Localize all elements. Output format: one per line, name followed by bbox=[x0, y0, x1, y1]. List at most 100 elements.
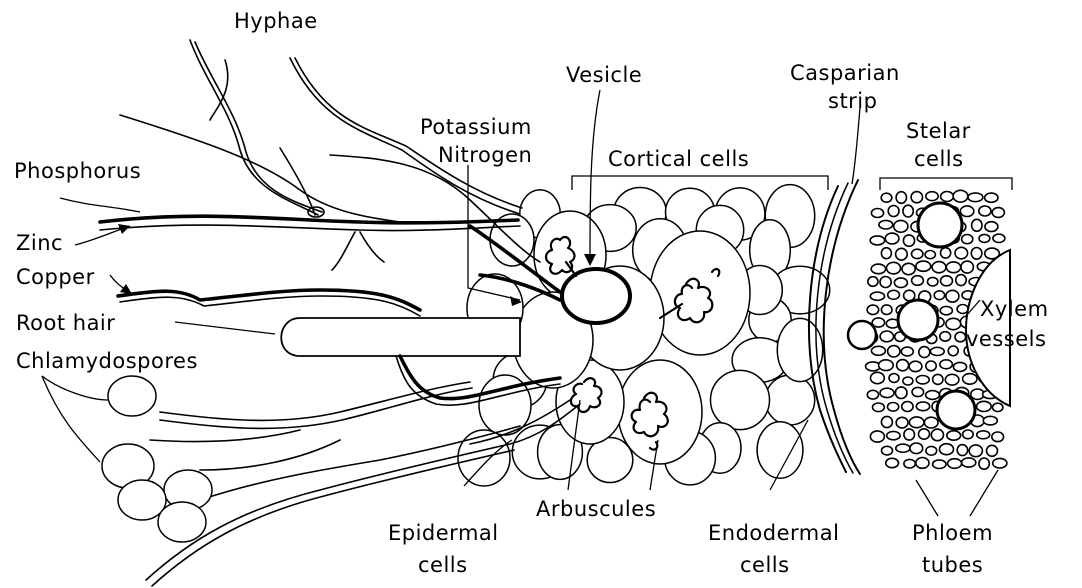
label-copper: Copper bbox=[16, 265, 95, 289]
stelar-cell bbox=[919, 429, 930, 439]
label-cortical-cells: Cortical cells bbox=[608, 147, 749, 171]
stelar-cell bbox=[871, 209, 883, 218]
stelar-cell bbox=[871, 372, 885, 383]
cortical-cell bbox=[711, 370, 770, 429]
cortical-cell bbox=[618, 360, 702, 464]
stelar-cell bbox=[871, 346, 885, 355]
stelar-cell bbox=[919, 347, 930, 358]
stelar-cell bbox=[956, 275, 966, 286]
stelar-cell bbox=[912, 387, 924, 396]
stelar-cell bbox=[888, 403, 899, 412]
stelar-cell bbox=[904, 459, 915, 468]
label-vessels: vessels bbox=[966, 327, 1046, 351]
stelar-cell bbox=[941, 192, 954, 202]
stelar-cell bbox=[960, 206, 973, 217]
label-endodermal: Endodermal bbox=[708, 521, 839, 545]
stelar-cell bbox=[887, 431, 900, 439]
cortex-region bbox=[493, 180, 860, 485]
stelar-cell bbox=[903, 235, 914, 246]
stelar-cell bbox=[916, 458, 929, 469]
stelar-cell bbox=[985, 193, 998, 202]
stele-vessel bbox=[937, 391, 975, 429]
stelar-cell bbox=[881, 193, 892, 202]
label-chlamydospores: Chlamydospores bbox=[16, 349, 198, 373]
stelar-cell bbox=[880, 331, 893, 342]
label-arbuscules: Arbuscules bbox=[536, 497, 656, 521]
stelar-cell bbox=[880, 388, 894, 397]
stelar-cell bbox=[881, 416, 892, 427]
stelar-cell bbox=[885, 233, 899, 244]
stelar-cell bbox=[909, 361, 922, 371]
stelar-cell bbox=[910, 443, 923, 454]
stelar-cell bbox=[870, 236, 884, 245]
stelar-cell bbox=[896, 444, 910, 452]
stelar-cell bbox=[940, 332, 951, 341]
stelar-cell bbox=[881, 305, 892, 315]
stelar-cell bbox=[868, 277, 878, 287]
cortical-cell bbox=[765, 375, 814, 425]
stelar-cell bbox=[886, 458, 899, 467]
stelar-cell bbox=[882, 446, 893, 455]
stelar-cell bbox=[963, 374, 977, 385]
stelar-cell bbox=[916, 376, 929, 384]
cortical-cell bbox=[650, 231, 750, 355]
stelar-cell bbox=[894, 278, 907, 288]
stelar-cell bbox=[896, 248, 908, 260]
stelar-cell bbox=[940, 444, 954, 455]
stelar-cell bbox=[993, 458, 1007, 468]
stelar-cell bbox=[867, 390, 878, 399]
stelar-cell bbox=[979, 234, 990, 242]
chlamydospore bbox=[108, 376, 156, 416]
label-epidermal-cells: cells bbox=[418, 553, 468, 577]
label-hyphae: Hyphae bbox=[234, 9, 318, 33]
stelar-cell bbox=[901, 347, 913, 356]
stelar-cell bbox=[932, 262, 946, 273]
stelar-cell bbox=[961, 261, 973, 273]
stelar-cell bbox=[902, 263, 915, 274]
root-hair bbox=[281, 318, 520, 356]
stelar-cell bbox=[948, 459, 962, 469]
stelar-cell bbox=[896, 417, 908, 428]
stelar-cell bbox=[931, 429, 943, 441]
label-zinc: Zinc bbox=[16, 231, 63, 255]
stelar-cell bbox=[870, 431, 884, 442]
stelar-cell bbox=[926, 391, 940, 400]
label-vesicle: Vesicle bbox=[566, 63, 642, 87]
stelar-cell bbox=[968, 193, 983, 202]
stelar-cell bbox=[992, 208, 1004, 218]
stelar-cell bbox=[977, 401, 992, 411]
stelar-cell bbox=[940, 306, 952, 314]
stelar-cell bbox=[947, 431, 961, 440]
stelar-cell bbox=[993, 403, 1003, 411]
stele-vessel bbox=[918, 203, 962, 247]
stelar-cell bbox=[880, 277, 891, 288]
stelar-cell bbox=[987, 445, 998, 456]
chlamydospore bbox=[118, 480, 166, 520]
stelar-cell bbox=[911, 192, 922, 203]
label-root-hair: Root hair bbox=[16, 311, 115, 335]
stelar-cell bbox=[971, 248, 982, 260]
stelar-cell bbox=[896, 192, 906, 204]
stele-vessel bbox=[898, 300, 938, 340]
stelar-cell bbox=[916, 261, 931, 271]
epidermal-cell bbox=[458, 430, 510, 486]
stelar-cell bbox=[972, 219, 982, 231]
stelar-cell bbox=[895, 387, 907, 399]
stelar-cell bbox=[963, 430, 974, 439]
stelar-cell bbox=[969, 445, 982, 457]
stelar-cell bbox=[889, 374, 899, 383]
label-xylem: Xylem bbox=[980, 297, 1049, 321]
stelar-cell bbox=[881, 248, 891, 259]
stelar-cell bbox=[953, 190, 968, 202]
stelar-cell bbox=[946, 290, 959, 302]
stelar-cell bbox=[941, 276, 953, 286]
casparian-strip-line bbox=[816, 183, 853, 473]
stelar-cell bbox=[979, 206, 991, 216]
stelar-cell bbox=[985, 222, 998, 232]
label-stelar-cells: cells bbox=[914, 147, 964, 171]
stelar-cell bbox=[926, 361, 936, 371]
stelar-cell bbox=[887, 262, 901, 274]
stelar-cell bbox=[902, 402, 913, 412]
chlamydospores bbox=[102, 376, 212, 542]
